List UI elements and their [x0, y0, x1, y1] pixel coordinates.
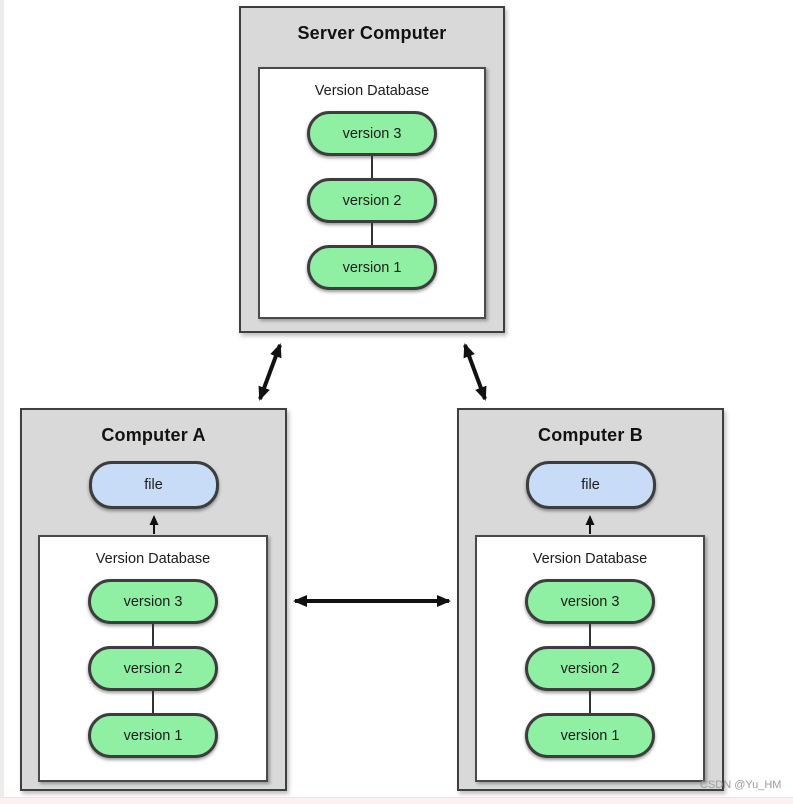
page-edge-strip-bottom [0, 797, 793, 804]
computer-a-version-database-title: Version Database [95, 551, 211, 567]
computer-a-version-3-pill: version 3 [88, 579, 218, 624]
computer-b-version-3-pill: version 3 [525, 579, 655, 624]
connector-line [371, 156, 373, 178]
connector-line [589, 624, 591, 646]
computer-b-file-pill: file [525, 461, 656, 509]
server-version-1-pill: version 1 [307, 245, 437, 290]
computer-a-box: Computer A file Version Database version… [20, 408, 287, 791]
server-version-2-pill: version 2 [307, 178, 437, 223]
page-edge-strip-left [0, 0, 4, 803]
computer-a-file-pill: file [88, 461, 219, 509]
computer-a-version-stack: version 3 version 2 version 1 [40, 579, 266, 758]
server-version-database-box: Version Database version 3 version 2 ver… [258, 67, 486, 319]
computer-b-box: Computer B file Version Database version… [457, 408, 724, 791]
sync-arrow-server-computer-a [258, 343, 282, 401]
computer-b-version-database-title: Version Database [532, 551, 648, 567]
server-computer-box: Server Computer Version Database version… [239, 6, 505, 333]
computer-a-version-2-pill: version 2 [88, 646, 218, 691]
computer-b-version-2-pill: version 2 [525, 646, 655, 691]
computer-b-version-1-pill: version 1 [525, 713, 655, 758]
server-version-stack: version 3 version 2 version 1 [260, 111, 484, 290]
connector-line [152, 691, 154, 713]
server-version-3-pill: version 3 [307, 111, 437, 156]
computer-b-version-stack: version 3 version 2 version 1 [477, 579, 703, 758]
computer-b-title: Computer B [538, 425, 643, 445]
computer-b-version-database-box: Version Database version 3 version 2 ver… [475, 535, 705, 782]
computer-a-version-database-box: Version Database version 3 version 2 ver… [38, 535, 268, 782]
sync-arrow-server-computer-b [463, 343, 487, 401]
connector-line [152, 624, 154, 646]
computer-a-version-1-pill: version 1 [88, 713, 218, 758]
server-computer-title: Server Computer [297, 23, 447, 43]
server-version-database-title: Version Database [314, 83, 430, 99]
connector-line [589, 691, 591, 713]
connector-line [371, 223, 373, 245]
watermark: CSDN @Yu_HM [700, 779, 782, 791]
computer-a-title: Computer A [101, 425, 206, 445]
